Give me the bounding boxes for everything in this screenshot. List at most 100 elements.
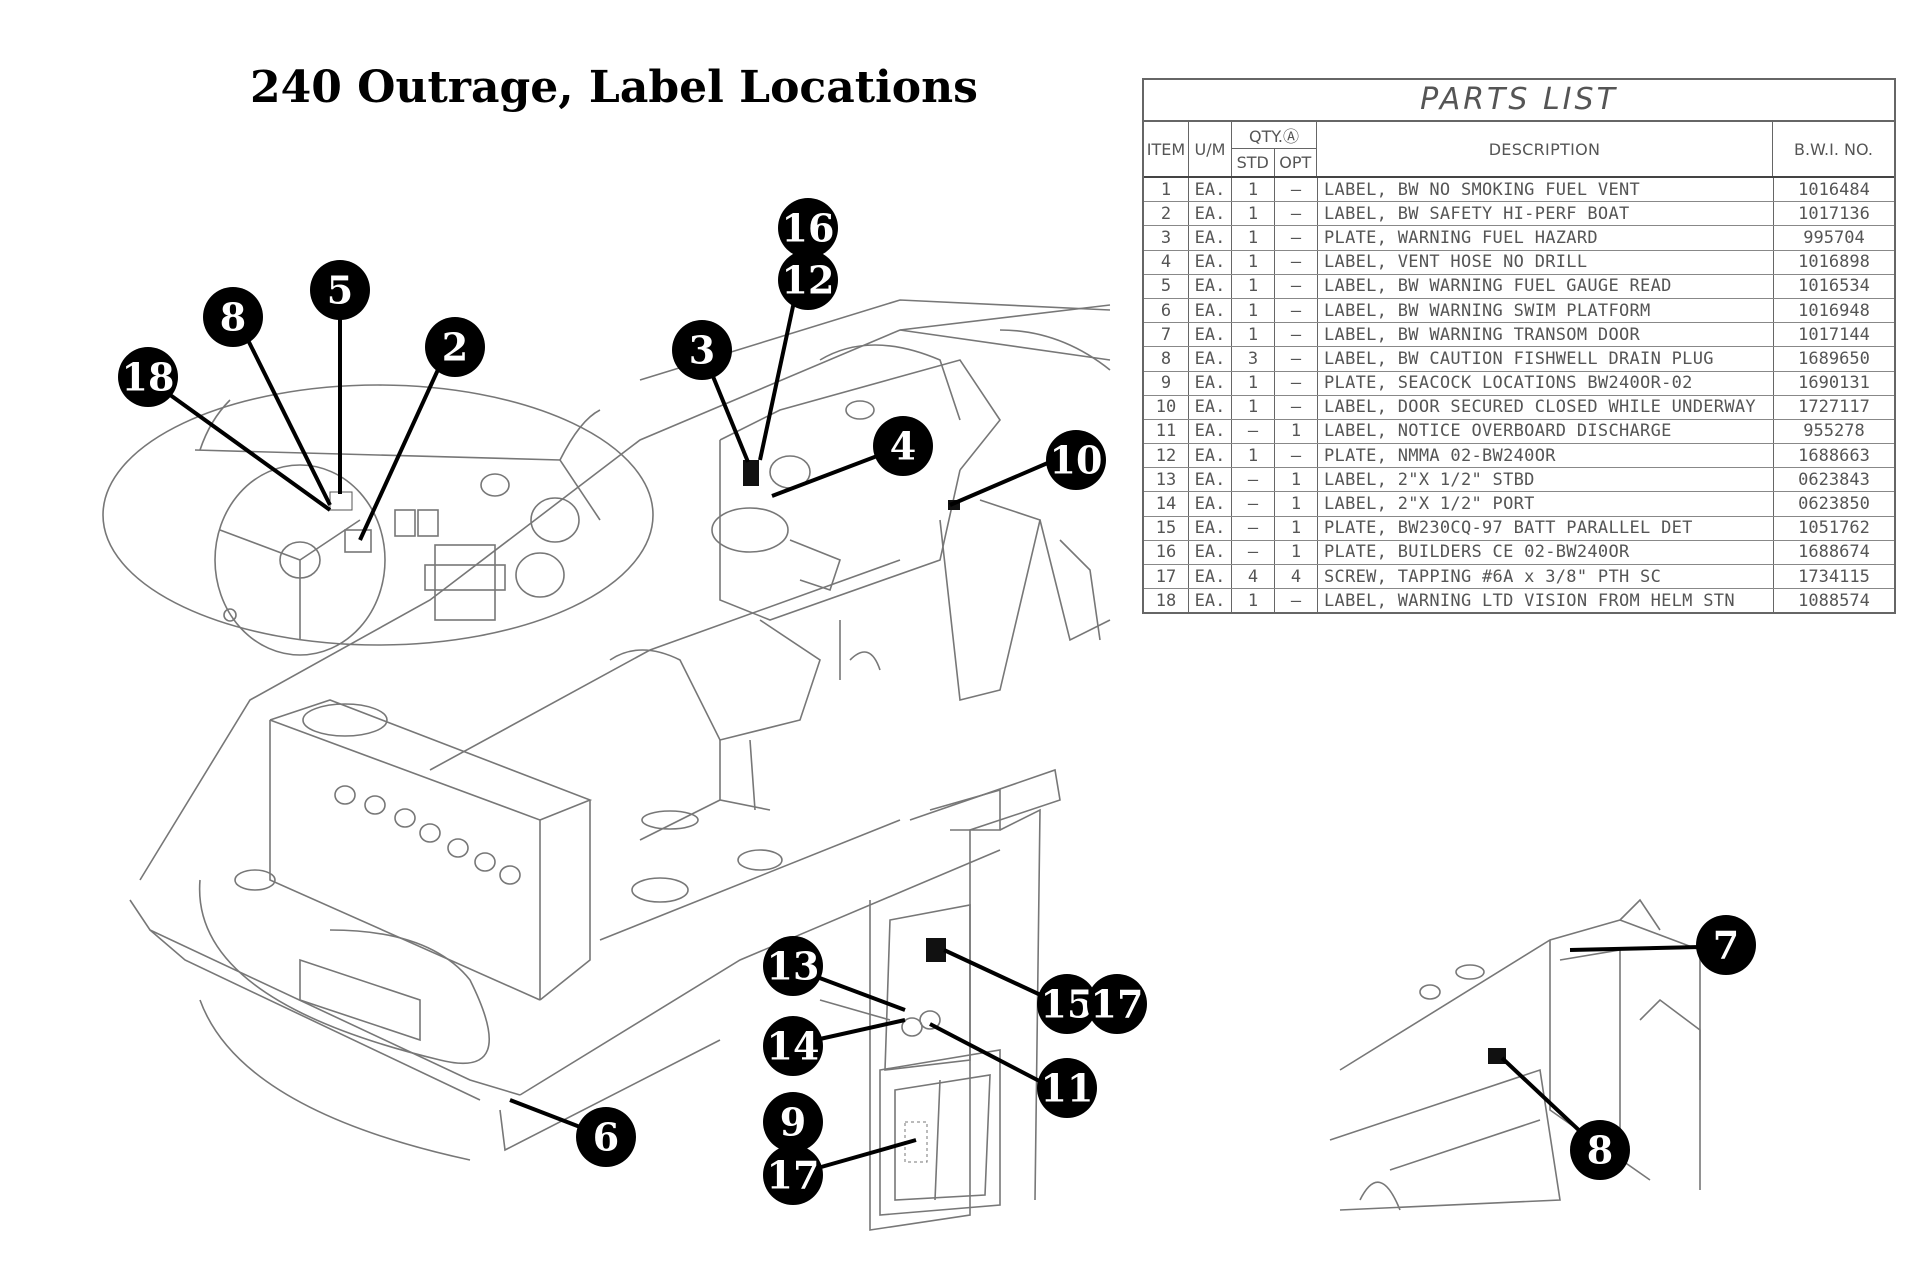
svg-text:8: 8 [1587, 1128, 1613, 1173]
svg-text:12: 12 [782, 258, 835, 303]
cell-bwi: 0623843 [1798, 469, 1870, 490]
callout-8-lower: 8 [1570, 1120, 1630, 1180]
cell-std: — [1232, 492, 1275, 516]
cell-bwi: 1088574 [1798, 590, 1870, 611]
cell-bwi: 1727117 [1798, 397, 1870, 418]
cell-bwi: 995704 [1803, 227, 1865, 248]
callout-13: 13 [763, 936, 823, 996]
cell-bwi: 1017136 [1798, 203, 1870, 224]
cell-description: LABEL, WARNING LTD VISION FROM HELM STN [1318, 589, 1774, 613]
label-marker-3 [743, 460, 759, 486]
cell-item: 4 [1144, 250, 1189, 274]
cell-item: 3 [1144, 226, 1189, 250]
cell-description: LABEL, BW NO SMOKING FUEL VENT [1318, 178, 1774, 202]
cell-opt: 4 [1275, 565, 1318, 589]
cell-item: 8 [1144, 347, 1189, 371]
cell-bwi: 1016898 [1798, 252, 1870, 273]
cell-opt: — [1275, 444, 1318, 468]
cell-um: EA. [1189, 589, 1232, 613]
svg-text:17: 17 [1091, 982, 1144, 1027]
cell-std: 1 [1232, 589, 1275, 613]
cell-opt: — [1275, 226, 1318, 250]
callout-15: 15 [1037, 974, 1097, 1034]
cell-bwi: 1688663 [1798, 445, 1870, 466]
cell-std: 1 [1232, 250, 1275, 274]
callout-6: 6 [576, 1107, 636, 1167]
cell-std: 1 [1232, 323, 1275, 347]
parts-list-title: PARTS LIST [1144, 80, 1894, 122]
svg-text:10: 10 [1050, 438, 1103, 483]
cell-item: 11 [1144, 419, 1189, 444]
cell-item: 9 [1144, 371, 1189, 395]
cell-opt: — [1275, 274, 1318, 298]
svg-text:15: 15 [1041, 982, 1094, 1027]
cell-description: LABEL, BW WARNING TRANSOM DOOR [1318, 323, 1774, 347]
cell-std: 1 [1232, 274, 1275, 298]
cell-std: 1 [1232, 444, 1275, 468]
cell-um: EA. [1189, 540, 1232, 564]
cell-description: LABEL, VENT HOSE NO DRILL [1318, 250, 1774, 274]
cell-opt: — [1275, 371, 1318, 395]
callout-3: 3 [672, 320, 732, 380]
callout-4: 4 [873, 416, 933, 476]
cell-description: PLATE, NMMA 02-BW240OR [1318, 444, 1774, 468]
cell-um: EA. [1189, 444, 1232, 468]
cell-description: SCREW, TAPPING #6A x 3/8" PTH SC [1318, 565, 1774, 589]
cell-um: EA. [1189, 395, 1232, 419]
callout-2: 2 [425, 317, 485, 377]
cell-description: LABEL, BW WARNING SWIM PLATFORM [1318, 298, 1774, 323]
svg-text:9: 9 [780, 1100, 806, 1145]
cell-um: EA. [1189, 298, 1232, 323]
cell-item: 14 [1144, 492, 1189, 516]
cell-std: 4 [1232, 565, 1275, 589]
callout-8: 8 [203, 287, 263, 347]
cell-item: 18 [1144, 589, 1189, 613]
cell-std: — [1232, 540, 1275, 564]
leader-lines [146, 282, 1701, 1177]
svg-text:2: 2 [442, 325, 468, 370]
page-title: 240 Outrage, Label Locations [250, 62, 978, 113]
callout-17-upper: 17 [1087, 974, 1147, 1034]
callout-14: 14 [763, 1016, 823, 1076]
svg-text:3: 3 [689, 328, 715, 373]
cell-item: 6 [1144, 298, 1189, 323]
cell-description: LABEL, BW WARNING FUEL GAUGE READ [1318, 274, 1774, 298]
cell-bwi: 0623850 [1798, 494, 1870, 515]
cell-opt: 1 [1275, 540, 1318, 564]
cell-um: EA. [1189, 347, 1232, 371]
cell-item: 10 [1144, 395, 1189, 419]
cell-std: 1 [1232, 226, 1275, 250]
callout-10: 10 [1046, 430, 1106, 490]
svg-text:16: 16 [782, 206, 835, 251]
cell-opt: 1 [1275, 419, 1318, 444]
callout-9: 9 [763, 1092, 823, 1152]
cell-std: — [1232, 516, 1275, 540]
cell-description: LABEL, 2"X 1/2" STBD [1318, 468, 1774, 492]
cell-std: 3 [1232, 347, 1275, 371]
callout-17-lower: 17 [763, 1145, 823, 1205]
header-opt: OPT [1279, 153, 1312, 172]
cell-bwi: 1016484 [1798, 179, 1870, 200]
cell-um: EA. [1189, 371, 1232, 395]
cell-std: — [1232, 419, 1275, 444]
cell-description: LABEL, 2"X 1/2" PORT [1318, 492, 1774, 516]
cell-um: EA. [1189, 202, 1232, 226]
cell-um: EA. [1189, 274, 1232, 298]
cell-bwi: 955278 [1803, 421, 1865, 442]
svg-text:11: 11 [1041, 1066, 1094, 1111]
cell-um: EA. [1189, 516, 1232, 540]
cell-item: 7 [1144, 323, 1189, 347]
callout-11: 11 [1037, 1058, 1097, 1118]
cell-opt: — [1275, 202, 1318, 226]
